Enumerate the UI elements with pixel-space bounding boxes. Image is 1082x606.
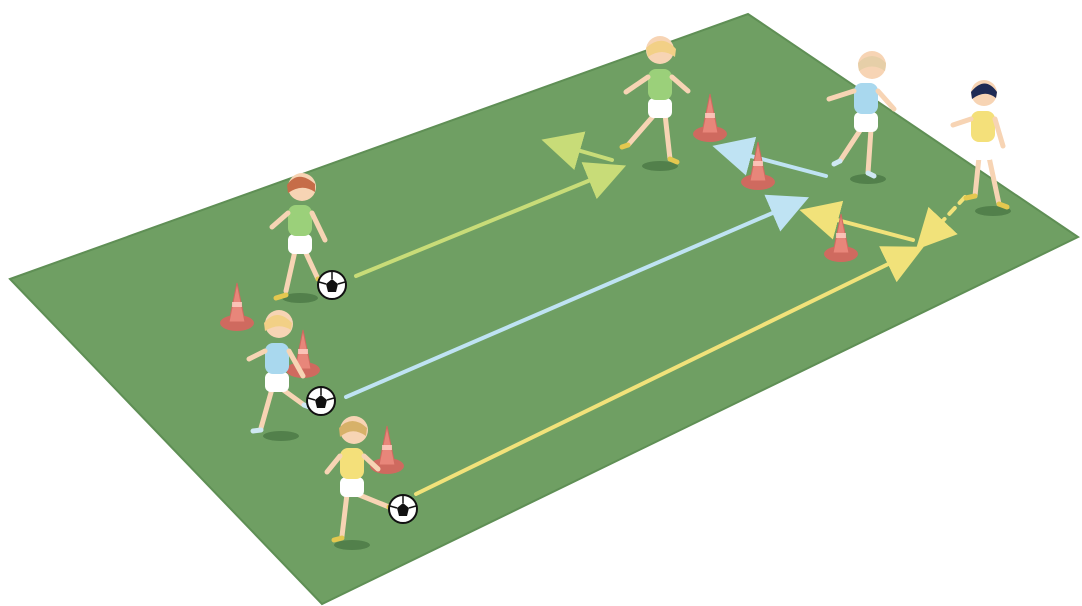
pitch — [10, 14, 1078, 604]
ball-icon — [389, 495, 417, 523]
ball-icon — [318, 271, 346, 299]
ball-icon — [307, 387, 335, 415]
